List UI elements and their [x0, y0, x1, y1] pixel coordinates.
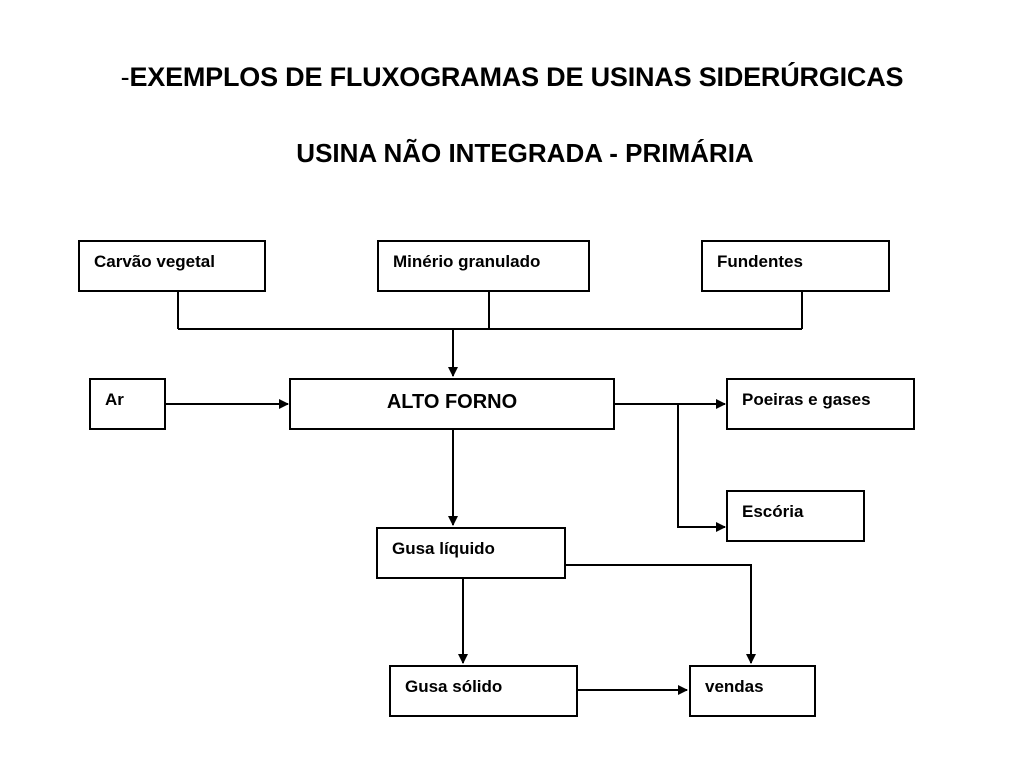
node-label: Poeiras e gases — [742, 390, 871, 409]
node-label: Ar — [105, 390, 124, 409]
node-minerio-granulado: Minério granulado — [377, 240, 590, 292]
edge-gusa-liquido-to-vendas — [565, 564, 756, 664]
node-gusa-solido: Gusa sólido — [389, 665, 578, 717]
node-label: ALTO FORNO — [386, 391, 518, 413]
node-alto-forno: ALTO FORNO — [289, 378, 615, 430]
node-label: Minério granulado — [393, 252, 541, 271]
title-dash: - — [120, 62, 130, 92]
page-subtitle: USINA NÃO INTEGRADA - PRIMÁRIA — [296, 138, 754, 168]
node-label: Escória — [742, 502, 804, 521]
node-gusa-liquido: Gusa líquido — [376, 527, 566, 579]
node-fundentes: Fundentes — [701, 240, 890, 292]
edge-alto-forno-to-escoria — [677, 404, 726, 532]
page-title: -EXEMPLOS DE FLUXOGRAMAS DE USINAS SIDER… — [0, 62, 1024, 93]
node-vendas: vendas — [689, 665, 816, 717]
node-carvao-vegetal: Carvão vegetal — [78, 240, 266, 292]
node-label: Gusa líquido — [392, 539, 495, 558]
node-label: Carvão vegetal — [94, 252, 215, 271]
node-escoria: Escória — [726, 490, 865, 542]
node-poeiras-e-gases: Poeiras e gases — [726, 378, 915, 430]
title-text: EXEMPLOS DE FLUXOGRAMAS DE USINAS SIDERÚ… — [129, 62, 904, 92]
node-label: Fundentes — [717, 252, 803, 271]
node-label: Gusa sólido — [405, 677, 503, 696]
node-label: vendas — [705, 677, 764, 696]
node-ar: Ar — [89, 378, 166, 430]
